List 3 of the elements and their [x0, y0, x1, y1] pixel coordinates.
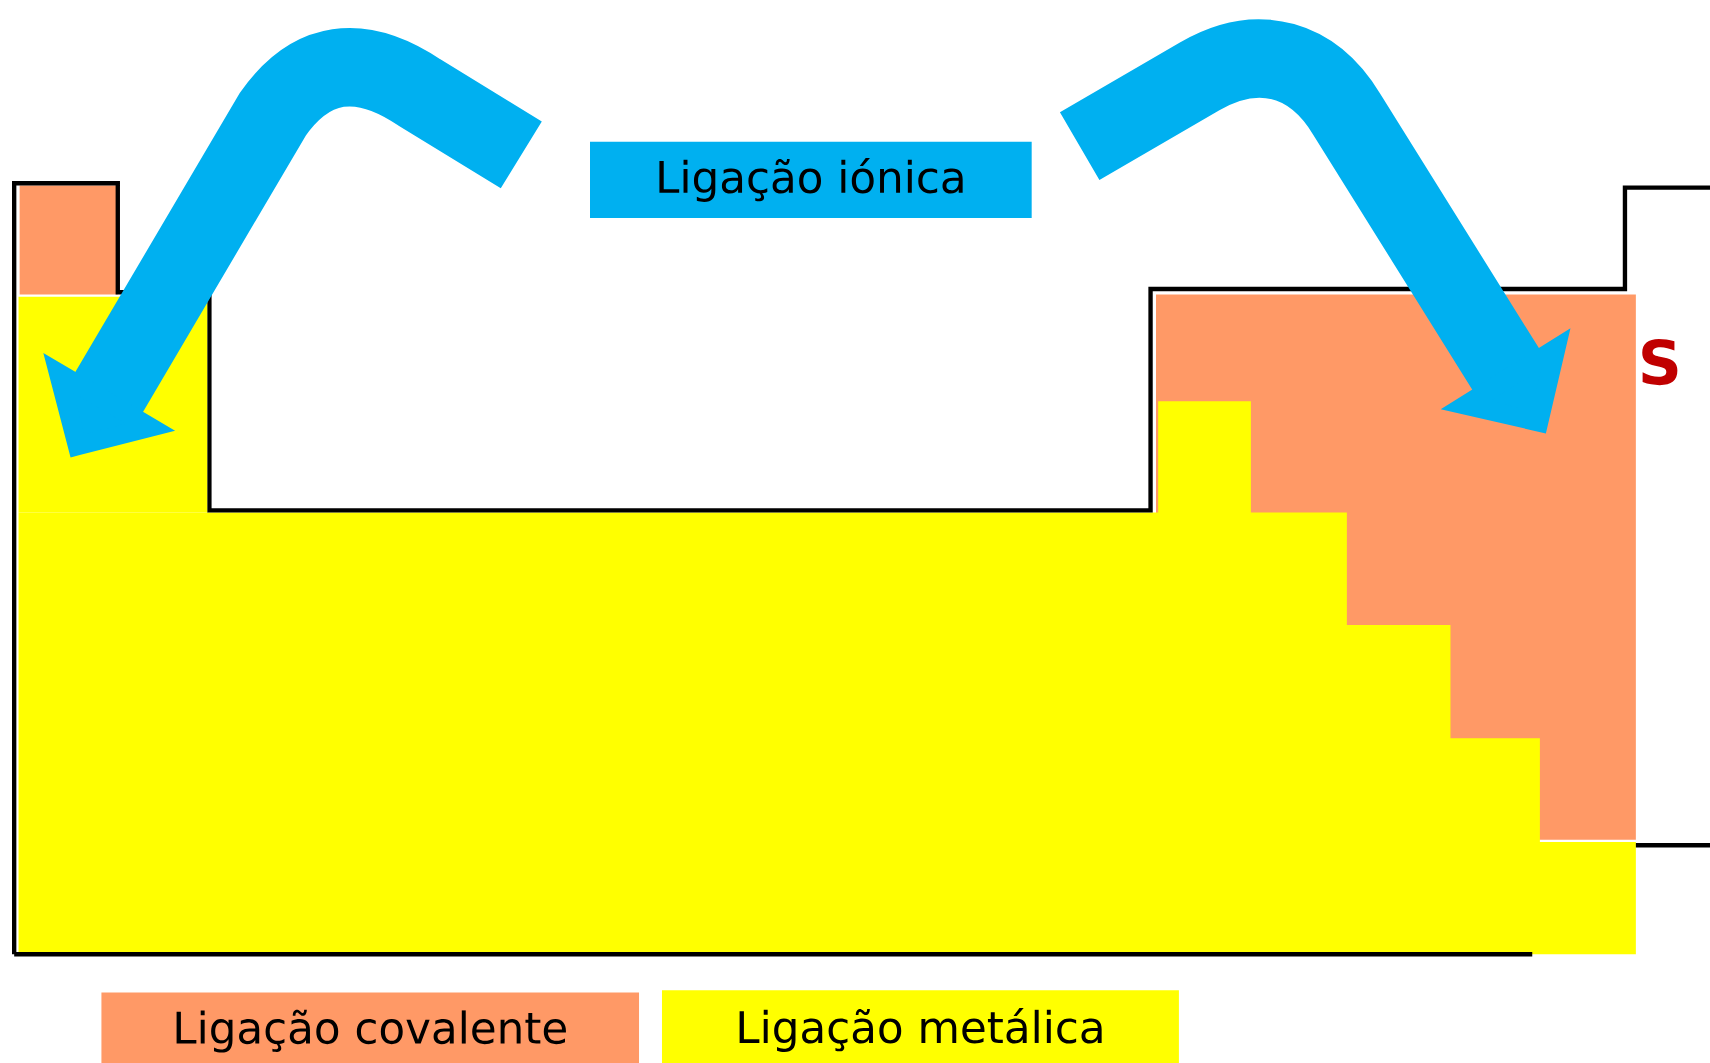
- legend-item: Ligação metálica: [662, 990, 1179, 1063]
- label-box: Ligação iónica: [590, 141, 1032, 218]
- legend-item: Ligação covalente: [101, 992, 640, 1063]
